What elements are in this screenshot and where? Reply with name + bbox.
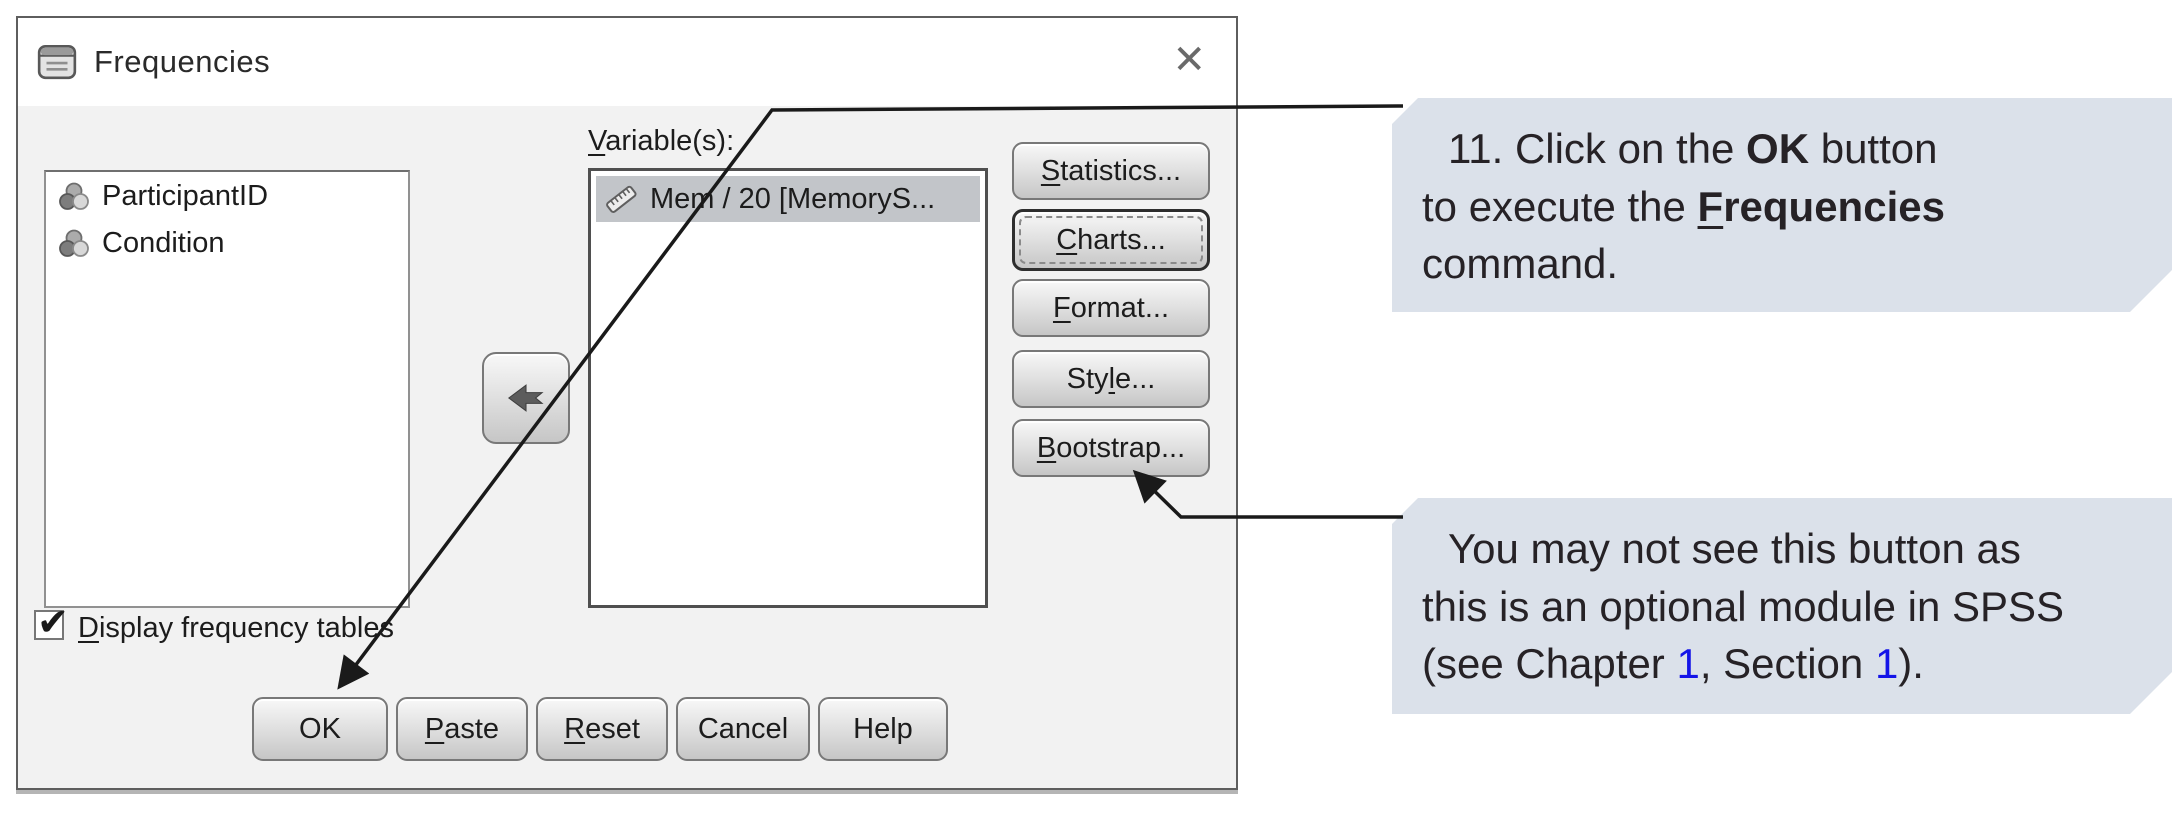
format-button[interactable]: Format... xyxy=(1012,279,1210,337)
callout-line: (see Chapter 1, Section 1). xyxy=(1422,640,1924,688)
dialog-title: Frequencies xyxy=(94,44,271,79)
bootstrap-button[interactable]: Bootstrap... xyxy=(1012,419,1210,477)
callout-line: You may not see this button as xyxy=(1448,525,2021,572)
callout-step-11: 11. Click on the OK button to execute th… xyxy=(1392,98,2172,312)
source-variable-item[interactable]: ParticipantID xyxy=(46,172,408,219)
callout-bootstrap-note: You may not see this button as this is a… xyxy=(1392,498,2172,714)
ok-button[interactable]: OK xyxy=(252,697,388,761)
display-frequency-tables-checkbox[interactable]: ✔ xyxy=(34,602,69,644)
callout-line: this is an optional module in SPSS xyxy=(1422,582,2065,630)
selected-variables-list[interactable]: Mem / 20 [MemoryS... xyxy=(588,168,988,608)
nominal-measure-icon xyxy=(59,229,89,257)
source-variable-item[interactable]: Condition xyxy=(46,219,408,266)
cancel-button[interactable]: Cancel xyxy=(676,697,810,761)
scale-measure-icon xyxy=(606,185,637,213)
reset-button[interactable]: Reset xyxy=(536,697,668,761)
transfer-arrow-button[interactable] xyxy=(482,352,570,444)
source-variable-list[interactable]: ParticipantID Condition xyxy=(44,170,410,608)
dialog-icon xyxy=(37,44,77,80)
nominal-measure-icon xyxy=(59,182,89,210)
close-icon[interactable]: ✕ xyxy=(1172,38,1206,82)
callout-line: 11. Click on the OK button xyxy=(1448,125,1938,172)
chapter-link[interactable]: 1 xyxy=(1676,640,1700,688)
style-button[interactable]: Style... xyxy=(1012,350,1210,408)
statistics-button[interactable]: Statistics... xyxy=(1012,142,1210,200)
variable-name: Mem / 20 [MemoryS... xyxy=(650,182,936,215)
callout-line: command. xyxy=(1422,240,1619,288)
variable-name: Condition xyxy=(102,227,225,259)
frequencies-dialog: Frequencies ✕ ParticipantID Condition xyxy=(16,16,1238,790)
help-button[interactable]: Help xyxy=(818,697,948,761)
callout-line: to execute the Frequencies xyxy=(1422,182,1945,230)
selected-variable-item[interactable]: Mem / 20 [MemoryS... xyxy=(596,176,980,222)
paste-button[interactable]: Paste xyxy=(396,697,528,761)
check-icon: ✔ xyxy=(37,602,69,644)
display-frequency-tables-label: Display frequency tables xyxy=(78,612,394,644)
arrow-left-icon xyxy=(507,384,544,412)
display-frequency-tables-option: ✔ Display frequency tables xyxy=(34,602,394,645)
variable-name: ParticipantID xyxy=(102,180,269,212)
variables-label: Variable(s): xyxy=(588,125,735,157)
charts-button[interactable]: Charts... xyxy=(1012,209,1210,271)
dialog-titlebar: Frequencies ✕ xyxy=(18,18,1236,106)
section-link[interactable]: 1 xyxy=(1874,640,1899,688)
